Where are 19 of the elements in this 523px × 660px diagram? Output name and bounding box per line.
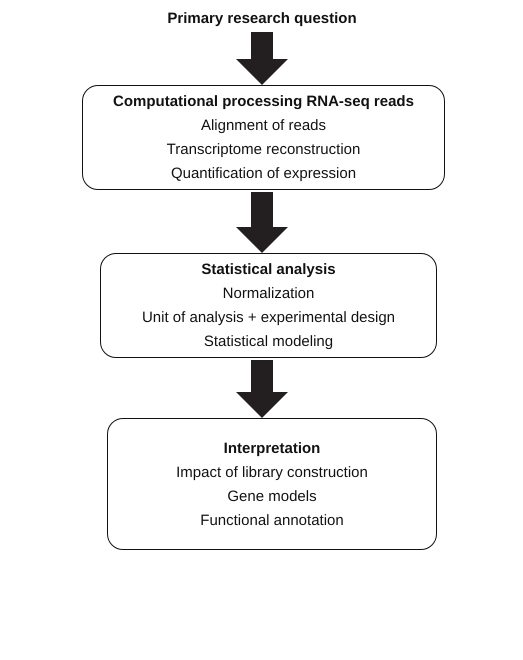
stage-box [107, 418, 437, 550]
arrow [236, 32, 288, 85]
step-text: Gene models [227, 488, 317, 504]
step-text: Normalization [222, 285, 314, 302]
stage-heading: Interpretation [224, 440, 320, 456]
step-text: Statistical modeling [204, 333, 334, 350]
stage-box [100, 253, 437, 358]
step-text: Quantification of expression [170, 165, 356, 182]
title: Primary research question [167, 10, 357, 26]
step-text: Unit of analysis + experimental design [142, 309, 396, 326]
arrow [236, 192, 288, 253]
stage-box [82, 85, 445, 190]
step-text: Alignment of reads [200, 117, 326, 134]
step-text: Transcriptome reconstruction [166, 141, 360, 158]
arrow [236, 360, 288, 418]
step-text: Impact of library construction [176, 464, 368, 480]
stage-heading: Computational processing RNA-seq reads [113, 93, 414, 110]
stage-heading: Statistical analysis [201, 261, 336, 278]
step-text: Functional annotation [200, 512, 344, 528]
